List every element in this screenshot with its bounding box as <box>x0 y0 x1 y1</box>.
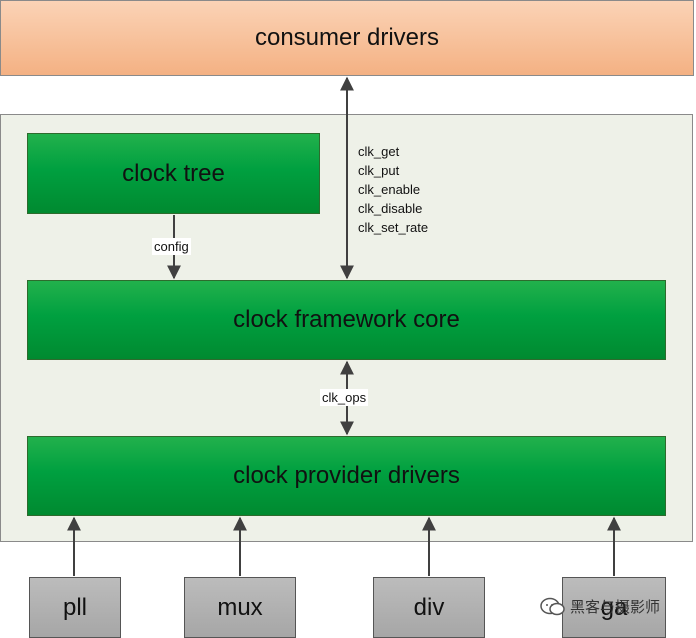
watermark-text: 黑客与摄影师 <box>570 599 661 616</box>
api-call-list: clk_get clk_put clk_enable clk_disable c… <box>358 142 428 237</box>
clock-provider-drivers-box: clock provider drivers <box>27 436 666 516</box>
clock-tree-box: clock tree <box>27 133 320 214</box>
clk-ops-label: clk_ops <box>320 389 369 406</box>
mux-box: mux <box>184 577 296 638</box>
watermark: 黑客与摄影师 <box>540 596 660 617</box>
config-label: config <box>152 238 191 255</box>
api-clk-put: clk_put <box>358 163 400 178</box>
div-box: div <box>373 577 485 638</box>
api-clk-set-rate: clk_set_rate <box>358 220 429 235</box>
wechat-icon <box>540 597 565 615</box>
api-clk-get: clk_get <box>358 144 400 159</box>
pll-box: pll <box>29 577 121 638</box>
api-clk-disable: clk_disable <box>358 201 423 216</box>
consumer-drivers-box: consumer drivers <box>0 0 694 76</box>
clock-framework-core-box: clock framework core <box>27 280 666 360</box>
api-clk-enable: clk_enable <box>358 182 421 197</box>
